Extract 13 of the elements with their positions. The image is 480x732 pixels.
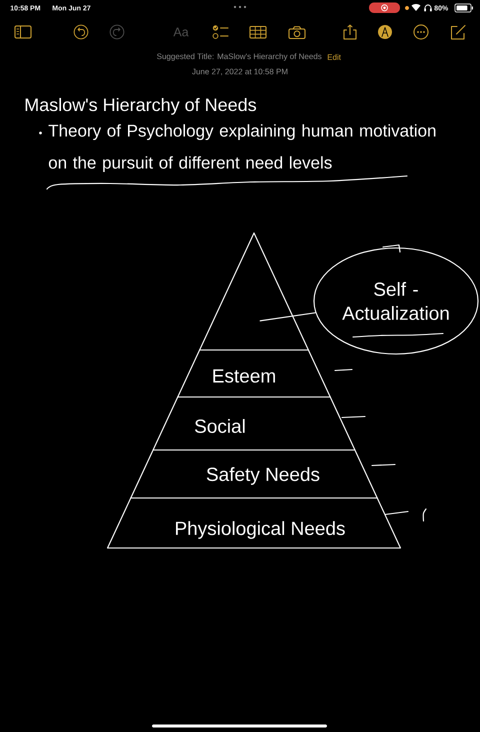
edit-link: Edit [328, 54, 341, 60]
pyramid-level: Esteem [177, 349, 331, 398]
pyramid-level: Physiological Needs [106, 497, 402, 549]
pyramid-level: Social [152, 396, 356, 451]
pyramid-level: Safety Needs [130, 449, 378, 499]
format-label: Aa [173, 28, 189, 36]
suggested-title: Suggested Title: MaSlow's Hierarchy of Needs [157, 53, 322, 61]
leader-line [260, 312, 316, 322]
pyramid-apex [199, 232, 309, 351]
ellipse-callout: Self - Actualization [313, 247, 479, 355]
note-date: June 27, 2022 at 10:58 PM [192, 68, 288, 76]
note-heading: Maslow's Hierarchy of Needs [26, 98, 256, 115]
body-text: Theory of Psychology explaining human motivation on the pursuit of different need levels [48, 124, 436, 172]
